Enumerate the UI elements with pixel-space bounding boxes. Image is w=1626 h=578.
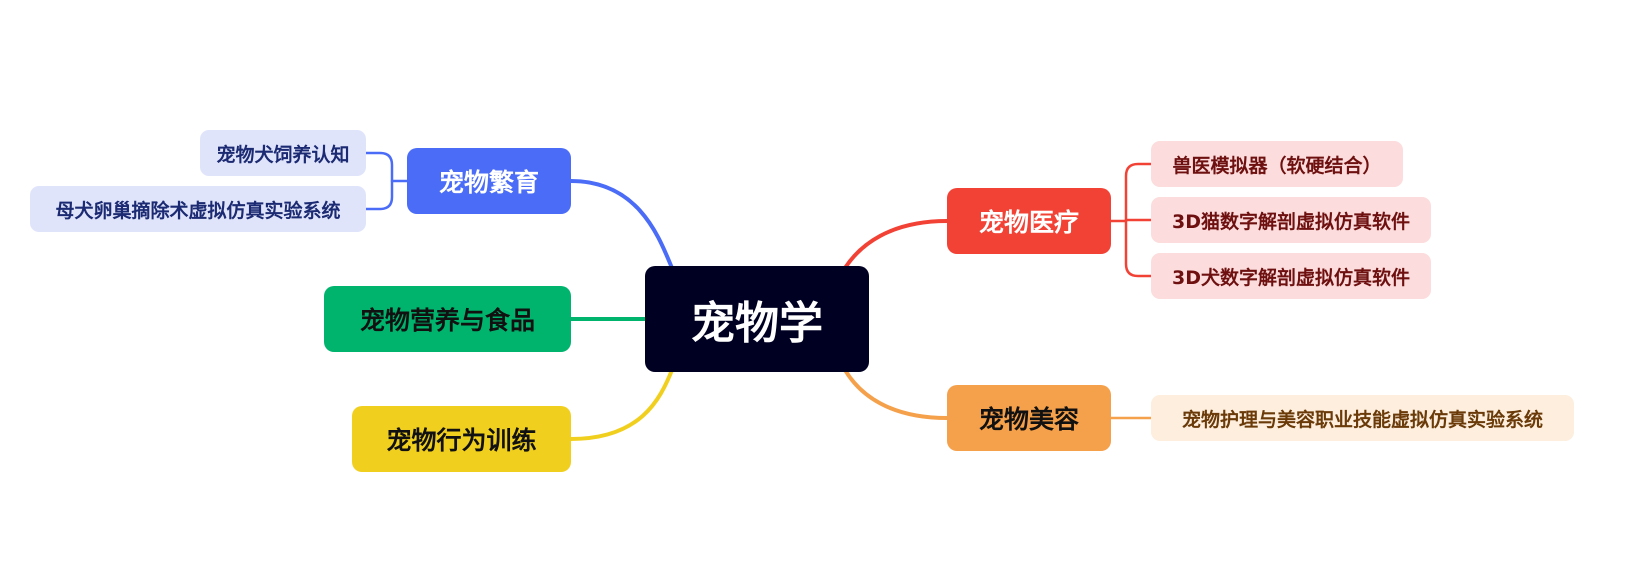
branch-pet-nutrition[interactable]: 宠物营养与食品	[324, 286, 571, 352]
branch-pet-behavior[interactable]: 宠物行为训练	[352, 406, 571, 472]
link-root-grooming	[843, 368, 949, 420]
branch-pet-breeding[interactable]: 宠物繁育	[407, 148, 571, 214]
leaf-ovariectomy-sim[interactable]: 母犬卵巢摘除术虚拟仿真实验系统	[30, 186, 366, 232]
branch-pet-medical[interactable]: 宠物医疗	[947, 188, 1111, 254]
link-root-behavior	[569, 368, 674, 441]
leaf-dog-feeding[interactable]: 宠物犬饲养认知	[200, 130, 366, 176]
leaf-vet-simulator[interactable]: 兽医模拟器（软硬结合）	[1151, 141, 1403, 187]
link-medical-leaves	[1124, 162, 1153, 278]
link-root-medical	[843, 219, 949, 270]
leaf-dog-anatomy[interactable]: 3D犬数字解剖虚拟仿真软件	[1151, 253, 1431, 299]
leaf-cat-anatomy[interactable]: 3D猫数字解剖虚拟仿真软件	[1151, 197, 1431, 243]
leaf-grooming-sim[interactable]: 宠物护理与美容职业技能虚拟仿真实验系统	[1151, 395, 1574, 441]
root-node[interactable]: 宠物学	[645, 266, 869, 372]
link-root-breeding	[569, 179, 674, 270]
branch-pet-grooming[interactable]: 宠物美容	[947, 385, 1111, 451]
link-breeding-leaves	[364, 151, 394, 211]
